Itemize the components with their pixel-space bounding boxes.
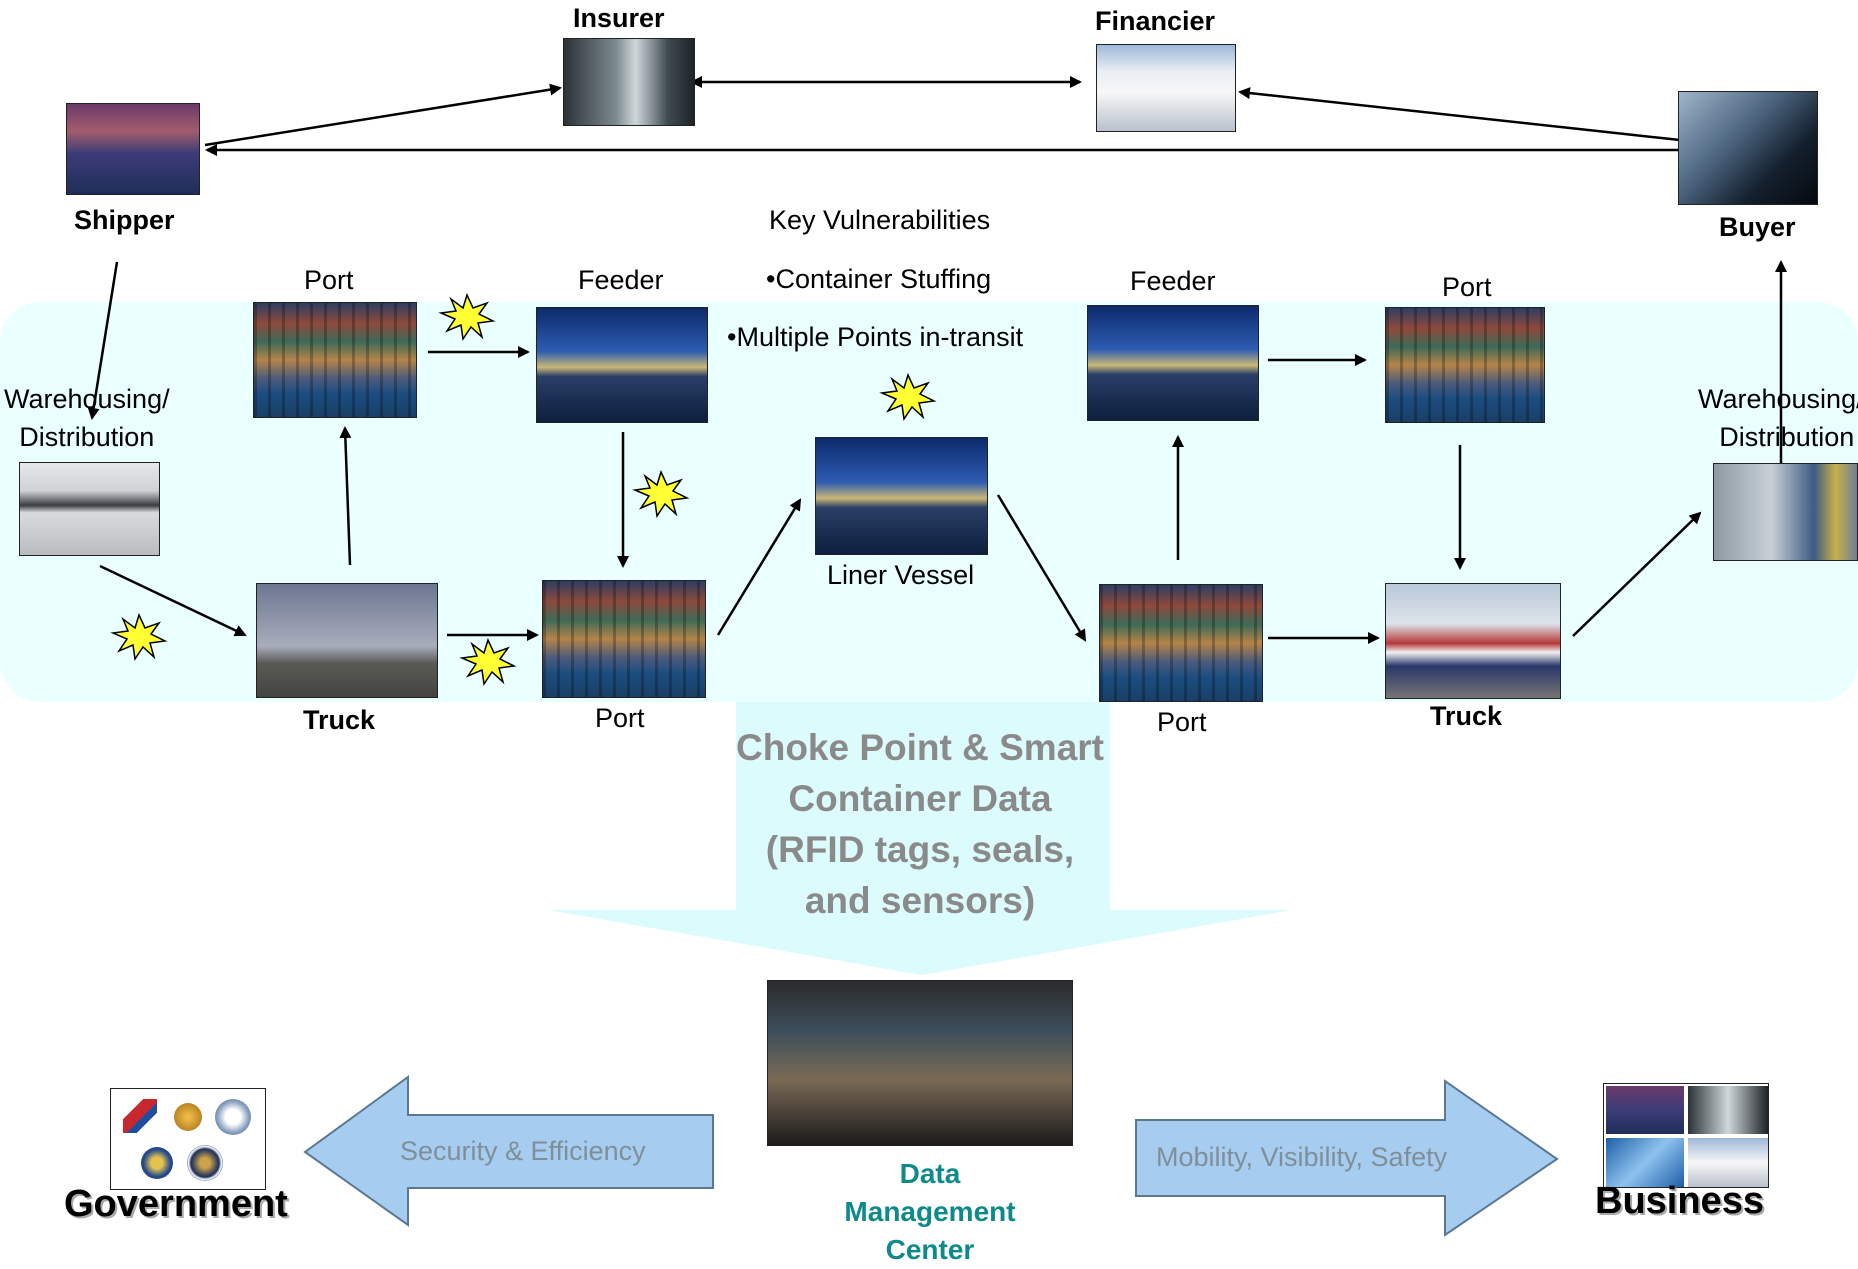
- port-top-left-image: [253, 302, 417, 418]
- warehousing-left-line1: Warehousing/: [4, 384, 170, 414]
- choke-point-text: Choke Point & Smart Container Data (RFID…: [700, 722, 1140, 926]
- business-shipper-thumb: [1606, 1086, 1684, 1134]
- shipper-image: [66, 103, 200, 195]
- port-bottom-right-label: Port: [1157, 707, 1207, 737]
- choke-line: Choke Point & Smart: [736, 727, 1104, 768]
- warehouse-right-image: [1713, 463, 1858, 561]
- warehouse-left-image: [19, 462, 160, 556]
- choke-line: Container Data: [788, 778, 1052, 819]
- liner-vessel-image: [815, 437, 988, 555]
- business-collage: [1603, 1083, 1769, 1188]
- arrow-shipper-warehouse: [87, 261, 119, 420]
- business-arrow-shape: [1135, 1079, 1559, 1237]
- feeder-right-image: [1087, 305, 1259, 421]
- choke-line: (RFID tags, seals,: [765, 829, 1075, 870]
- business-building-thumb: [1606, 1138, 1684, 1187]
- warehousing-right-line1: Warehousing/: [1698, 384, 1858, 414]
- dmc-line: Data: [899, 1158, 961, 1189]
- arrow-port-liner: [716, 498, 802, 636]
- port-bottom-left-image: [542, 580, 706, 698]
- government-emblems: [110, 1088, 266, 1190]
- port-bottom-right-image: [1099, 584, 1263, 702]
- port-bottom-left-label: Port: [595, 703, 645, 733]
- arrow-buyer-financier: [1238, 87, 1681, 142]
- port-top-left-label: Port: [304, 265, 354, 295]
- insurer-image: [563, 38, 695, 126]
- business-insurer-thumb: [1688, 1086, 1768, 1134]
- shipper-label: Shipper: [74, 205, 175, 235]
- liner-vessel-label: Liner Vessel: [827, 560, 975, 590]
- government-label: Government: [64, 1183, 288, 1225]
- financier-label: Financier: [1095, 6, 1216, 36]
- port-top-right-image: [1385, 307, 1545, 423]
- arrow-liner-port: [996, 494, 1087, 642]
- truck-right-image: [1385, 583, 1561, 699]
- vulnerability-item: •Container Stuffing: [766, 264, 992, 294]
- arrow-truck-port: [339, 426, 352, 566]
- warehousing-right-line2: Distribution: [1719, 422, 1855, 452]
- warehousing-right-label: Warehousing/ Distribution: [1698, 380, 1858, 456]
- security-arrow-shape: [303, 1075, 714, 1227]
- data-management-center-label: Data Management Center: [790, 1155, 1070, 1269]
- security-arrow-label: Security & Efficiency: [400, 1136, 646, 1166]
- feeder-left-label: Feeder: [578, 265, 664, 295]
- arrow-shipper-insurer: [204, 83, 562, 147]
- warehousing-left-line2: Distribution: [19, 422, 155, 452]
- buyer-image: [1678, 91, 1818, 205]
- feeder-right-label: Feeder: [1130, 266, 1216, 296]
- insurer-label: Insurer: [573, 3, 665, 33]
- dmc-line: Management: [844, 1196, 1016, 1227]
- truck-left-image: [256, 583, 438, 698]
- vulnerabilities-title: Key Vulnerabilities: [769, 205, 991, 235]
- financier-image: [1096, 44, 1236, 132]
- data-management-center-image: [767, 980, 1073, 1146]
- warehousing-left-label: Warehousing/ Distribution: [4, 380, 170, 456]
- dhs-seal-icon: [215, 1099, 251, 1135]
- fbi-seal-icon: [141, 1147, 173, 1179]
- business-label: Business: [1595, 1180, 1764, 1222]
- vulnerability-item: •Multiple Points in-transit: [727, 322, 1024, 352]
- arrow-truck-warehouse: [1572, 511, 1702, 637]
- choke-line: and sensors): [804, 880, 1036, 921]
- truck-right-label: Truck: [1430, 701, 1503, 731]
- state-seal-icon: [187, 1145, 223, 1181]
- feeder-left-image: [536, 307, 708, 423]
- port-top-right-label: Port: [1442, 272, 1492, 302]
- coast-guard-icon: [123, 1099, 157, 1133]
- customs-badge-icon: [174, 1103, 202, 1131]
- business-arrow-label: Mobility, Visibility, Safety: [1156, 1142, 1448, 1172]
- buyer-label: Buyer: [1719, 212, 1796, 242]
- dmc-line: Center: [885, 1234, 975, 1265]
- business-financier-thumb: [1688, 1138, 1768, 1187]
- truck-left-label: Truck: [303, 705, 376, 735]
- arrow-warehouse-truck: [99, 564, 247, 637]
